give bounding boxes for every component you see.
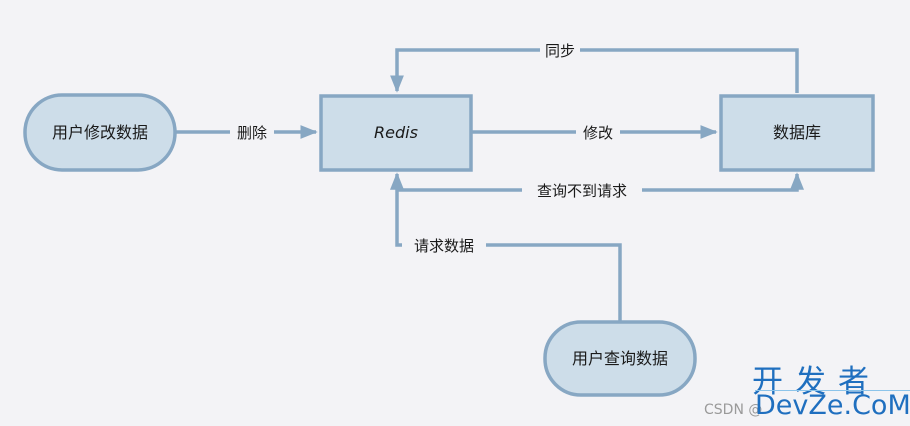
label-sync: 同步 [545,42,575,60]
node-database: 数据库 [773,123,821,142]
node-database-shape [719,94,875,172]
edge-request-data [390,172,622,322]
node-redis-shape [319,94,473,172]
label-modify: 修改 [583,124,613,142]
node-user-modify: 用户修改数据 [52,123,148,142]
node-user-modify-shape [23,93,177,172]
edge-sync [390,48,799,93]
watermark-logo-cn: 开发者 [752,364,881,400]
node-user-query: 用户查询数据 [572,349,668,368]
label-delete: 删除 [237,124,267,142]
node-redis: Redis [374,123,418,142]
watermark-csdn: CSDN @ [704,402,763,418]
node-user-query-shape [543,320,697,397]
label-request-data: 请求数据 [414,237,474,255]
watermark-logo-en: DevZe.CoM [755,390,910,421]
label-query-miss: 查询不到请求 [537,182,627,200]
